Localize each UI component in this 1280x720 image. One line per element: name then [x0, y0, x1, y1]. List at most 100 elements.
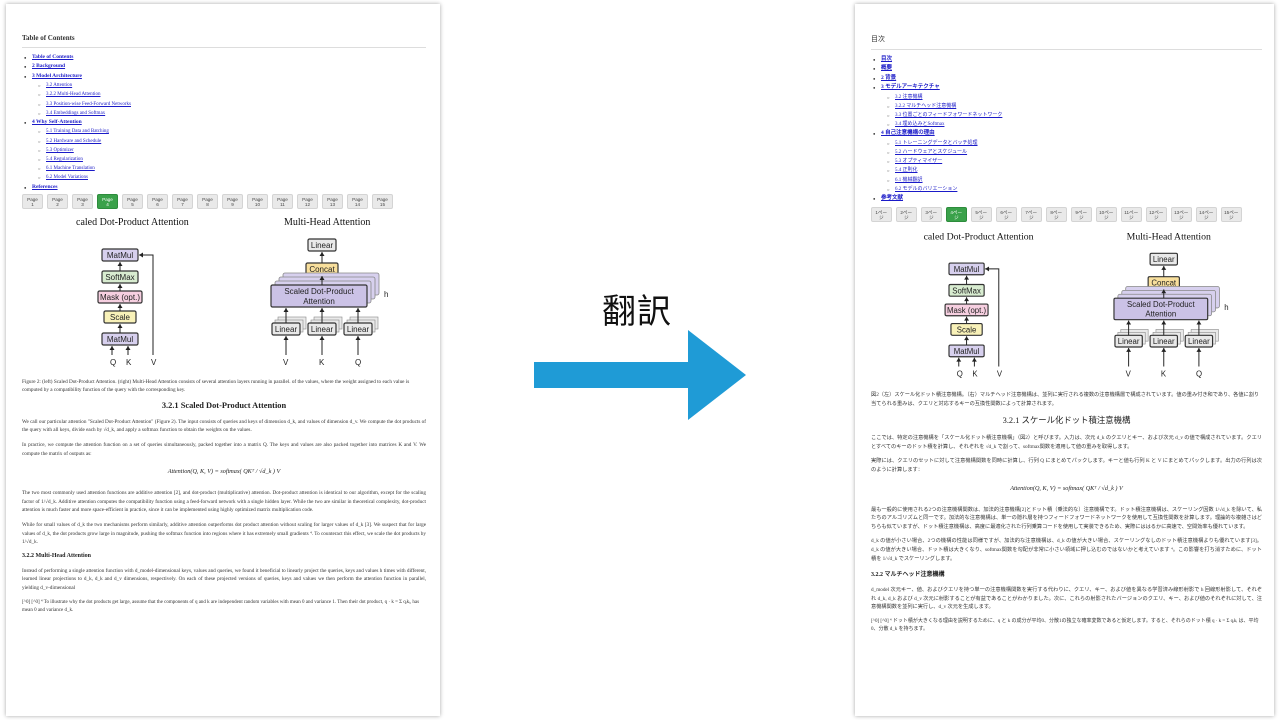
toc-subitem: 6.2 モデルのバリエーション [887, 185, 1262, 194]
page-button[interactable]: Page 1 [22, 194, 43, 210]
page-button[interactable]: 4ペー ジ [946, 207, 967, 223]
toc-sublink[interactable]: 3.2.2 Multi-Head Attention [46, 92, 101, 98]
page-button[interactable]: 10ペー ジ [1096, 207, 1117, 223]
toc-link[interactable]: 2 Background [32, 63, 66, 70]
toc-subitem: 3.3 位置ごとのフィードフォワードネットワーク [887, 111, 1262, 120]
input-label: V [283, 358, 289, 367]
arrowhead [117, 304, 123, 309]
page-button[interactable]: 7ペー ジ [1021, 207, 1042, 223]
page-button[interactable]: Page 6 [147, 194, 168, 210]
arrowhead [117, 324, 123, 329]
section-title: 3.2.1 Scaled Dot-Product Attention [161, 400, 287, 410]
page-button[interactable]: Page 8 [197, 194, 218, 210]
page-button[interactable]: 13ペー ジ [1171, 207, 1192, 223]
page-button[interactable]: 14ペー ジ [1196, 207, 1217, 223]
arrowhead [964, 317, 970, 322]
toc-sublink[interactable]: 6.1 機械翻訳 [895, 177, 923, 183]
toc-subitem: 5.1 Training Data and Batching [38, 127, 426, 136]
sdpa-box [1113, 298, 1209, 321]
arrowhead [319, 336, 325, 341]
scale-label: Scale [957, 326, 977, 335]
arrowhead [319, 276, 325, 281]
toc-link[interactable]: References [32, 183, 58, 190]
toc-sublink[interactable]: 6.1 Machine Translation [46, 166, 95, 172]
toc-link[interactable]: 4 Why Self-Attention [32, 119, 82, 126]
page-button[interactable]: Page 14 [347, 194, 368, 210]
toc-sublink[interactable]: 3.3 Position-wise Feed-Forward Networks [46, 101, 131, 107]
toc-sublink[interactable]: 6.2 モデルのバリエーション [895, 186, 958, 192]
page-button[interactable]: 6ペー ジ [996, 207, 1017, 223]
page-button[interactable]: Page 4 [97, 194, 118, 210]
page-button[interactable]: Page 3 [72, 194, 93, 210]
toc-sublink[interactable]: 5.3 オプティマイザー [895, 159, 943, 165]
section-title: 3.2.1 スケール化ドット積注意機構 [1002, 416, 1131, 426]
page-button[interactable]: Page 12 [297, 194, 318, 210]
figure-caption: Figure 2: (left) Scaled Dot-Product Atte… [22, 379, 410, 394]
toc-subitem: 6.1 Machine Translation [38, 164, 426, 173]
toc-sublink[interactable]: 5.4 正則化 [895, 168, 918, 174]
page-button[interactable]: 12ペー ジ [1146, 207, 1167, 223]
toc-sublink[interactable]: 3.4 埋め込みとSoftmax [895, 122, 945, 128]
page-button[interactable]: 8ペー ジ [1046, 207, 1067, 223]
page-button[interactable]: 5ペー ジ [971, 207, 992, 223]
arrowhead [964, 336, 970, 341]
toc-sublink[interactable]: 3.2 Attention [46, 83, 73, 89]
toc-sublink[interactable]: 6.2 Model Variations [46, 175, 88, 181]
page-button[interactable]: 2ペー ジ [896, 207, 917, 223]
page-button[interactable]: Page 2 [47, 194, 68, 210]
body-text: d_model 次元キー、値、およびクエリを持つ単一の注意機構関数を実行する代わ… [871, 586, 1262, 612]
toc-sublink[interactable]: 3.3 位置ごとのフィードフォワードネットワーク [895, 113, 1003, 119]
arrowhead [117, 284, 123, 289]
toc-sublink[interactable]: 5.2 Hardware and Schedule [46, 138, 102, 144]
toc-sublink[interactable]: 5.4 Regularization [46, 157, 83, 163]
page-button[interactable]: 3ペー ジ [921, 207, 942, 223]
toc-sublist: 5.1 トレーニングデータとバッチ処理 5.2 ハードウェアとスケジュール 5.3 … [881, 139, 1262, 194]
toc-sublink[interactable]: 5.1 Training Data and Batching [46, 129, 109, 135]
attention-formula: Attention(Q, K, V) = softmax( QKᵀ / √d_k… [1010, 484, 1123, 492]
toc-sublink[interactable]: 5.1 トレーニングデータとバッチ処理 [895, 140, 978, 146]
page-button[interactable]: Page 9 [222, 194, 243, 210]
toc-divider [22, 47, 426, 48]
toc-link[interactable]: Table of Contents [32, 54, 74, 60]
page-button[interactable]: 11ペー ジ [1121, 207, 1142, 223]
page-button[interactable]: 9ペー ジ [1071, 207, 1092, 223]
page-button[interactable]: Page 11 [272, 194, 293, 210]
toc-sublink[interactable]: 3.2 注意機構 [895, 94, 923, 100]
matmul-bottom-label: MatMul [107, 335, 133, 344]
page-button[interactable]: Page 5 [122, 194, 143, 210]
toc-sublink[interactable]: 5.2 ハードウェアとスケジュール [895, 150, 968, 156]
toc-sublink[interactable]: 3.2.2 マルチヘッド注意機構 [895, 103, 957, 109]
toc-link[interactable]: 4 自己注意機構の理由 [881, 130, 935, 137]
toc-link[interactable]: 目次 [881, 56, 893, 62]
toc-link[interactable]: 概要 [881, 65, 893, 72]
page-button[interactable]: Page 7 [172, 194, 193, 210]
linear-top-label: Linear [311, 241, 334, 250]
arrowhead [985, 266, 990, 272]
arrowhead [1126, 348, 1132, 353]
page-button[interactable]: 1ペー ジ [871, 207, 892, 223]
page-button[interactable]: Page 13 [322, 194, 343, 210]
footnote: [^0] [^0] ⁴ ドット積が大きくなる理由を説明するために、q と k の… [871, 619, 1259, 633]
toc-link[interactable]: 参考文献 [881, 195, 904, 202]
toc-sublink[interactable]: 3.4 Embeddings and Softmax [46, 110, 106, 116]
arrowhead [1196, 348, 1202, 353]
sdpa-label-1: Scaled Dot-Product [284, 287, 354, 296]
figure-caption: 図2（左）スケール化ドット積注意機構。（右）マルチヘッド注意機構は、並列に実行さ… [871, 392, 1260, 407]
body-text: We call our particular attention "Scaled… [22, 418, 426, 458]
arrowhead [139, 252, 143, 258]
toc-subitem: 3.2 Attention [38, 81, 426, 90]
toc-link[interactable]: 3 モデルアーキテクチャ [881, 84, 940, 91]
toc-link[interactable]: 2 背景 [881, 74, 897, 81]
toc-sublink[interactable]: 5.3 Optimizer [46, 147, 74, 153]
v-path [139, 254, 154, 356]
page-button[interactable]: Page 10 [247, 194, 268, 210]
source-document-page: Table of Contents Table of Contents2 Bac… [6, 4, 440, 716]
toc-link[interactable]: 3 Model Architecture [32, 72, 82, 79]
page-button[interactable]: 15ペー ジ [1221, 207, 1242, 223]
page-button[interactable]: Page 15 [372, 194, 393, 210]
translated-document-page: 目次 目次概要2 背景3 モデルアーキテクチャ3.2 注意機構3.2.2 マルチ… [855, 4, 1274, 716]
input-label: Q [957, 370, 963, 379]
